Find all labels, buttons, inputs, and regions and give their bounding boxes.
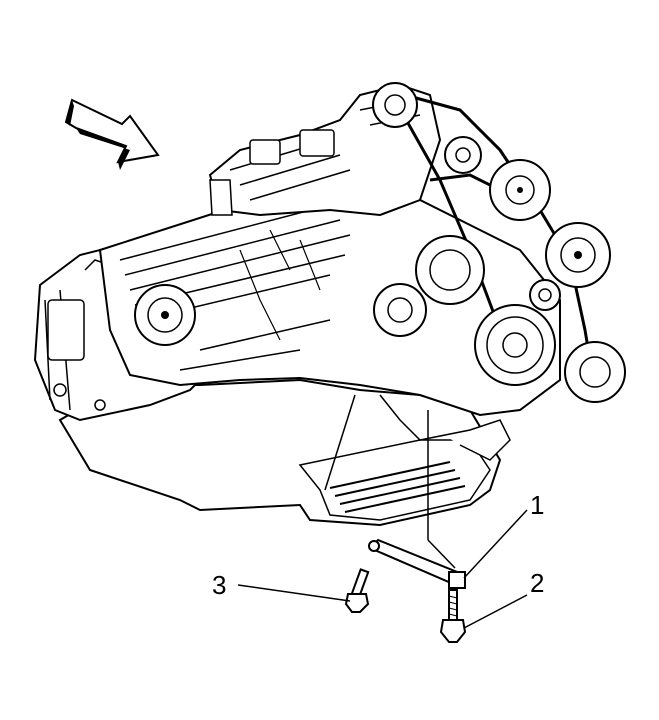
callout-2: 2 [530,568,545,598]
power-steering-pulley [489,159,551,221]
front-direction-arrow-icon [64,98,160,170]
callout-3: 3 [212,570,227,600]
idler-pulley-upper [444,136,482,174]
bolt-2 [439,589,467,643]
flexplate-hub [134,284,196,346]
callout-1: 1 [530,490,545,520]
alternator [372,82,418,128]
tensioner-pulley [529,279,561,311]
water-pump-pulley [545,222,611,288]
bolt-3 [344,568,370,613]
ac-compressor-pulley [564,341,626,403]
bolt-1 [448,571,466,589]
oil-pan [58,378,511,527]
crankshaft-balancer [474,304,556,386]
leader-lines [237,509,528,629]
timing-cover-hub [373,235,485,337]
